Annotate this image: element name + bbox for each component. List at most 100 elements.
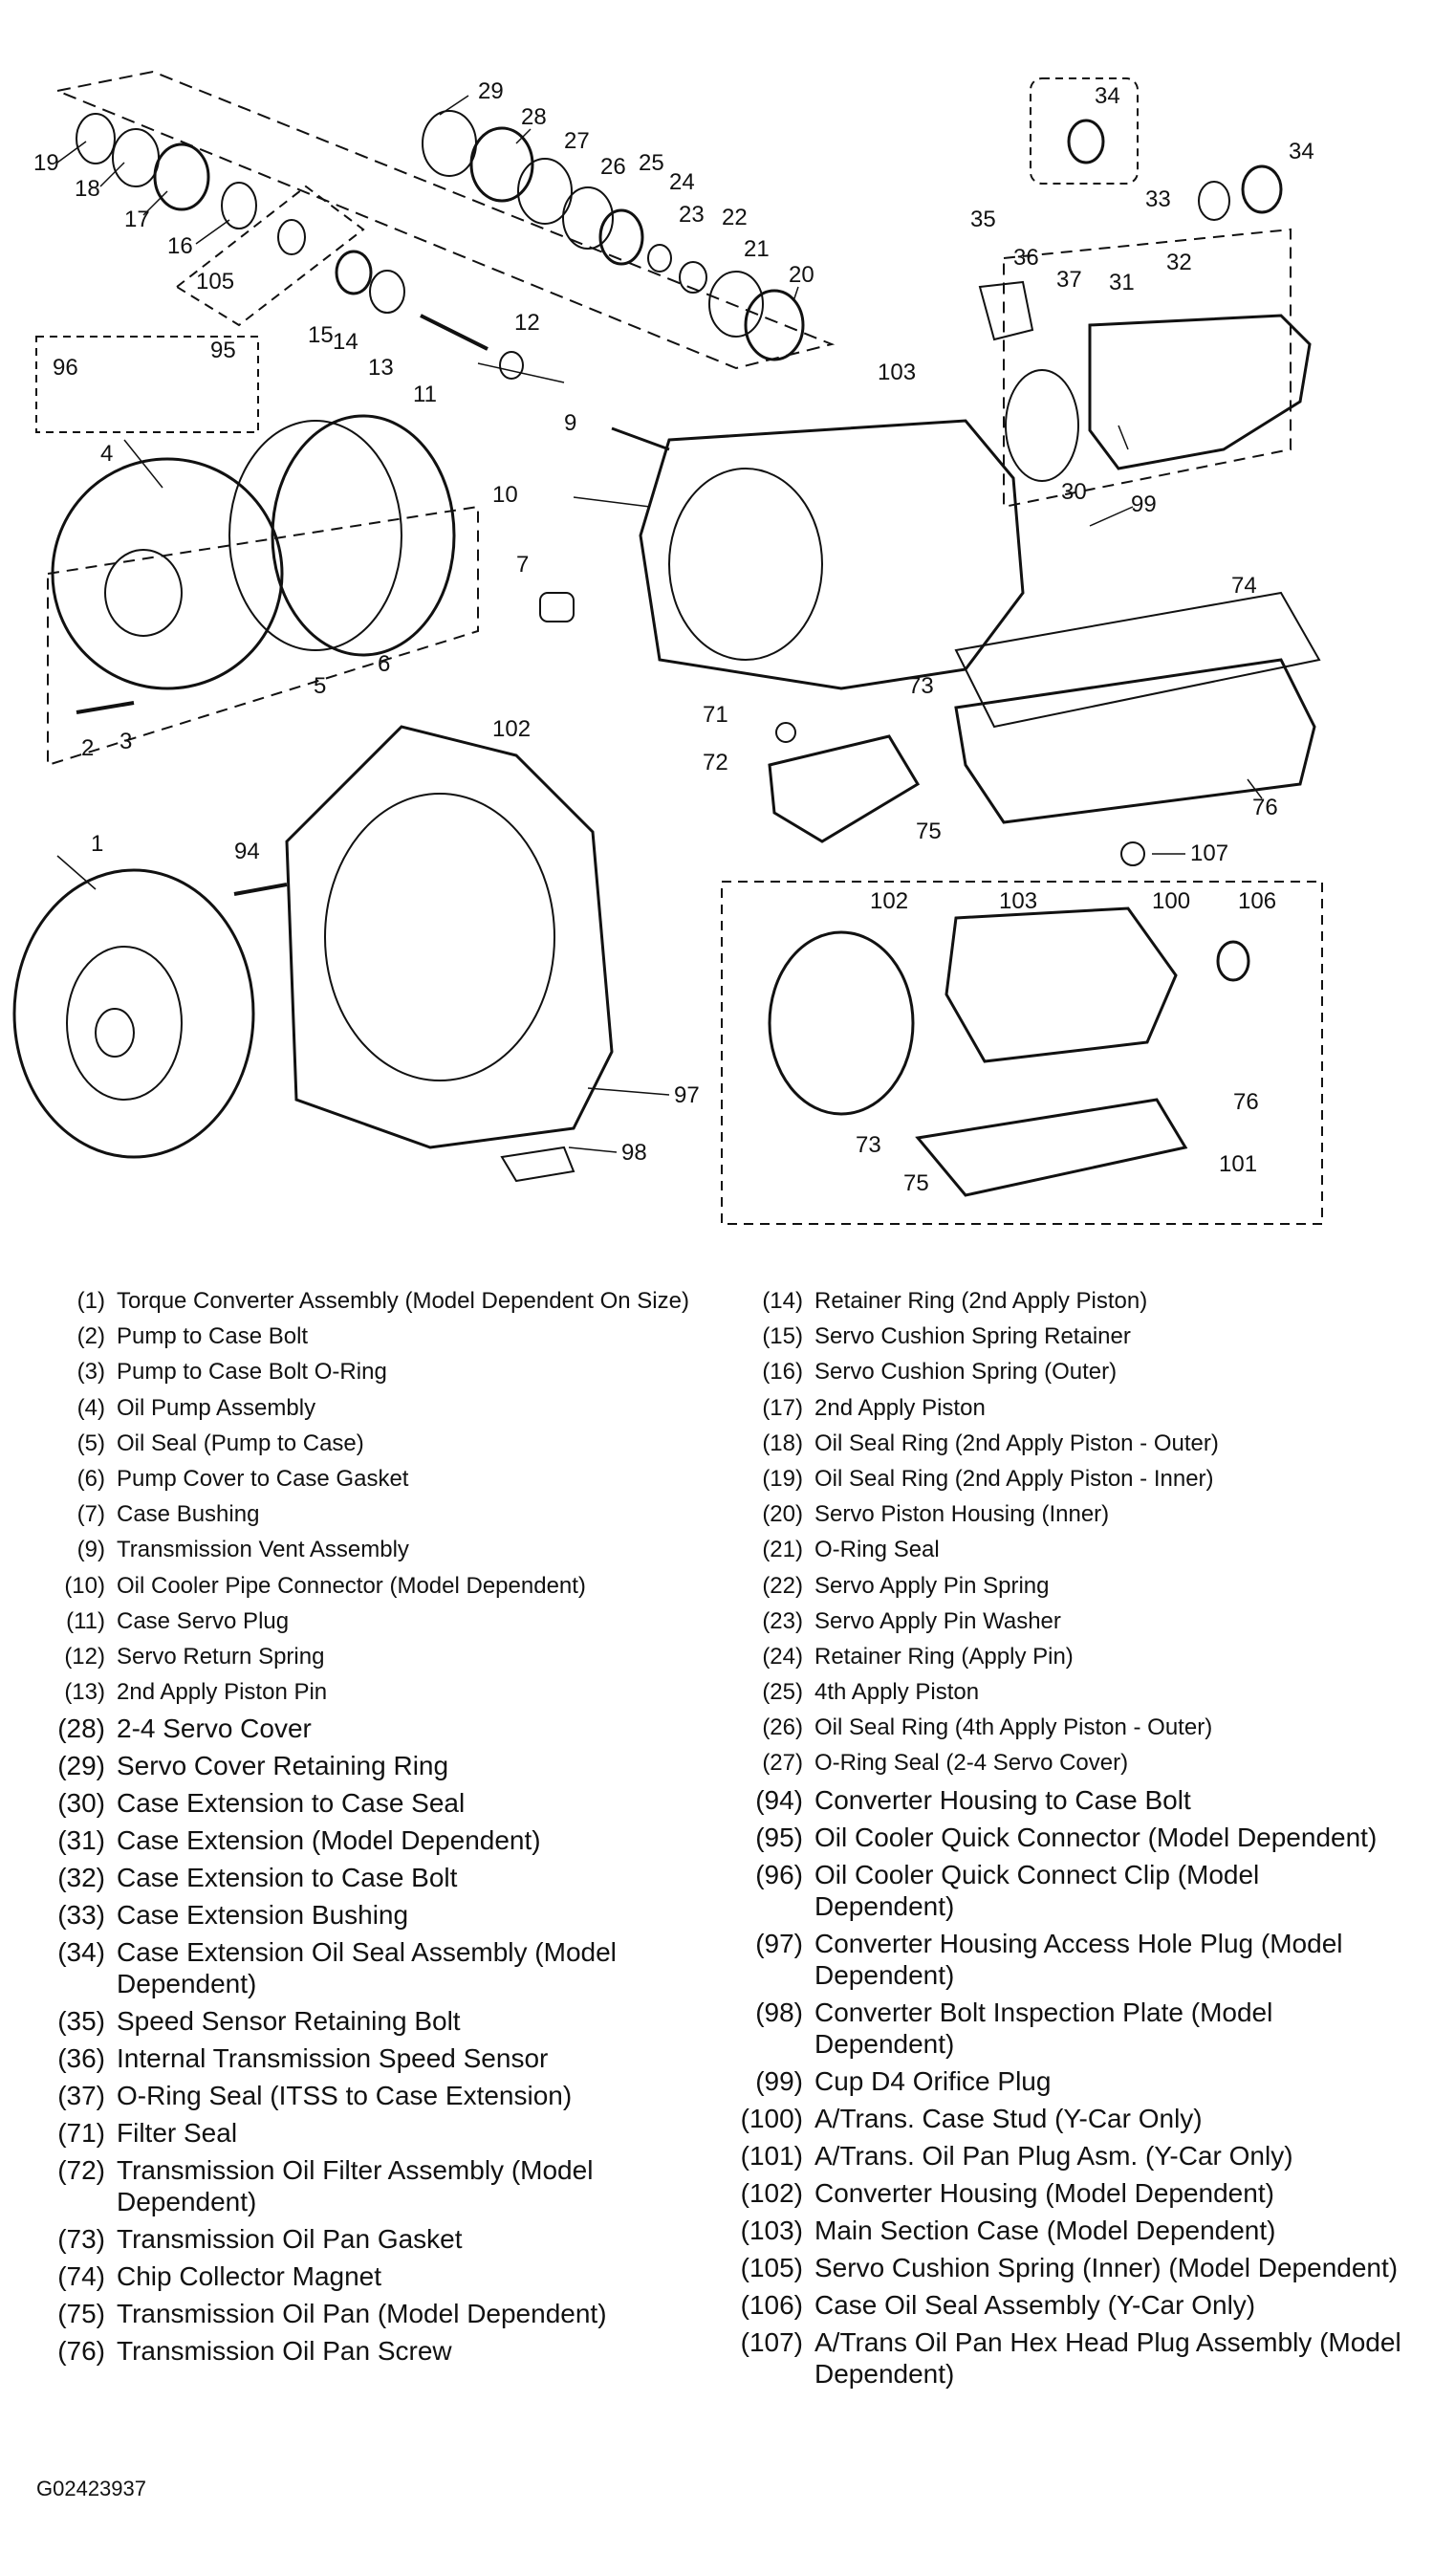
- legend-item: (3) Pump to Case Bolt O-Ring: [38, 1357, 707, 1386]
- legend-item-text: Converter Housing to Case Bolt: [814, 1784, 1191, 1815]
- legend-item-number: (26): [762, 1714, 803, 1741]
- legend-item-number: (102): [740, 2177, 803, 2208]
- legend-item-number: (18): [762, 1430, 803, 1456]
- legend-item-text: 2nd Apply Piston: [814, 1394, 986, 1421]
- seal-26: [562, 186, 614, 250]
- spring-12: [499, 351, 524, 380]
- legend-item-text: Case Extension Oil Seal Assembly (Model …: [117, 1937, 617, 1999]
- callout-28: 28: [521, 104, 547, 130]
- callout-25: 25: [639, 150, 664, 176]
- spring-105: [277, 219, 306, 255]
- legend-item: (75)Transmission Oil Pan (Model Dependen…: [38, 2298, 707, 2329]
- case-bore: [668, 468, 823, 661]
- ycar-inset-box: [721, 881, 1323, 1225]
- spring-16: [221, 182, 257, 229]
- callout-15: 15: [308, 322, 334, 348]
- callout-34b: 34: [1289, 139, 1314, 164]
- spring-22: [679, 261, 707, 294]
- callout-20: 20: [789, 262, 814, 288]
- cover-28: [469, 126, 534, 203]
- callout-34: 34: [1095, 83, 1120, 109]
- legend-item-number: (107): [740, 2326, 803, 2357]
- legend-item-text: Oil Seal Ring (2nd Apply Piston - Inner): [814, 1465, 1214, 1492]
- legend-item: (29) Servo Cover Retaining Ring: [38, 1750, 707, 1781]
- legend-item-text: Oil Cooler Quick Connector (Model Depend…: [814, 1822, 1378, 1852]
- legend-item-number: (100): [740, 2103, 803, 2133]
- legend-item-text: 4th Apply Piston: [814, 1679, 980, 1706]
- legend-item-text: Converter Bolt Inspection Plate (Model D…: [814, 1997, 1273, 2059]
- callout-16: 16: [167, 233, 193, 259]
- legend-item-text: Servo Piston Housing (Inner): [814, 1501, 1110, 1528]
- callout-103: 103: [878, 360, 916, 385]
- legend-item-text: Retainer Ring (2nd Apply Piston): [814, 1288, 1148, 1314]
- legend-item-number: (16): [762, 1359, 803, 1386]
- legend-item: (95)Oil Cooler Quick Connector (Model De…: [736, 1822, 1405, 1853]
- legend-item-text: Chip Collector Magnet: [117, 2261, 382, 2292]
- legend-item: (72)Transmission Oil Filter Assembly (Mo…: [38, 2154, 707, 2217]
- legend-item: (73)Transmission Oil Pan Gasket: [38, 2223, 707, 2255]
- legend-item-number: (7): [76, 1501, 105, 1528]
- callout-27: 27: [564, 128, 590, 154]
- legend-item-number: (29): [57, 1751, 105, 1781]
- legend-item-text: Servo Cover Retaining Ring: [117, 1751, 449, 1781]
- legend-item: (21)O-Ring Seal: [736, 1535, 1405, 1564]
- inset-callout-76: 76: [1233, 1089, 1259, 1115]
- legend-item-text: Pump Cover to Case Gasket: [117, 1465, 409, 1492]
- legend-item-text: Torque Converter Assembly (Model Depende…: [117, 1288, 689, 1314]
- callout-23: 23: [679, 202, 705, 228]
- legend-item: (107)A/Trans Oil Pan Hex Head Plug Assem…: [736, 2326, 1405, 2390]
- legend-item: (105)Servo Cushion Spring (Inner) (Model…: [736, 2252, 1405, 2283]
- legend-item-text: Pump to Case Bolt O-Ring: [117, 1359, 387, 1386]
- legend-item-number: (34): [57, 1937, 105, 1968]
- pump-box: [47, 505, 479, 767]
- inset-callout-100: 100: [1152, 888, 1190, 914]
- legend-item-text: Main Section Case (Model Dependent): [814, 2215, 1276, 2245]
- legend-item-number: (73): [57, 2224, 105, 2255]
- legend-left: (1)Torque Converter Assembly (Model Depe…: [38, 1286, 707, 2372]
- case-extension-31: [1088, 314, 1312, 470]
- seal-ring-18: [112, 128, 160, 187]
- legend-item-number: (13): [64, 1679, 105, 1706]
- legend-right-small-list: (14)Retainer Ring (2nd Apply Piston)(15)…: [736, 1286, 1405, 1778]
- callout-2: 2: [81, 735, 94, 761]
- seal-34-boxed: [1067, 119, 1105, 164]
- callout-33: 33: [1145, 186, 1171, 212]
- filter-seal-71: [775, 722, 796, 743]
- inset-callout-106: 106: [1238, 888, 1276, 914]
- legend-item: (4)Oil Pump Assembly: [38, 1393, 707, 1423]
- seal-ring-19: [76, 113, 116, 164]
- legend-item-text: Cup D4 Orifice Plug: [814, 2065, 1052, 2096]
- legend-item: (31)Case Extension (Model Dependent): [38, 1824, 707, 1856]
- legend-item-text: Filter Seal: [117, 2118, 238, 2149]
- legend-item: (25)4th Apply Piston: [736, 1677, 1405, 1707]
- callout-71: 71: [703, 702, 728, 728]
- callout-labels: 19 18 17 16 105 15 14 13 12 11 29 28 27 …: [33, 78, 1314, 1196]
- bushing-7: [539, 592, 575, 622]
- leader-lines: [56, 95, 1263, 1153]
- legend-item: (1)Torque Converter Assembly (Model Depe…: [38, 1286, 707, 1316]
- legend-item-number: (6): [76, 1465, 105, 1492]
- legend-item-text: Internal Transmission Speed Sensor: [117, 2043, 549, 2074]
- legend-item-number: (3): [76, 1359, 105, 1386]
- callout-97: 97: [674, 1082, 700, 1108]
- legend-item-number: (71): [57, 2118, 105, 2149]
- spring-105-box: [175, 185, 365, 327]
- legend-item-text: Speed Sensor Retaining Bolt: [117, 2006, 461, 2037]
- legend-item-number: (20): [762, 1501, 803, 1528]
- legend-item: (26)Oil Seal Ring (4th Apply Piston - Ou…: [736, 1713, 1405, 1742]
- legend-item-number: (99): [755, 2065, 803, 2096]
- legend-item: (7)Case Bushing: [38, 1499, 707, 1529]
- legend-item: (100)A/Trans. Case Stud (Y-Car Only): [736, 2103, 1405, 2134]
- legend-item: (71) Filter Seal: [38, 2117, 707, 2149]
- legend-left-small-list: (1)Torque Converter Assembly (Model Depe…: [38, 1286, 707, 1707]
- legend-item-number: (5): [76, 1430, 105, 1456]
- legend-item: (2)Pump to Case Bolt: [38, 1321, 707, 1351]
- legend-item-text: Oil Seal (Pump to Case): [117, 1430, 364, 1456]
- bolt-2: [76, 701, 135, 714]
- legend-item-text: A/Trans. Oil Pan Plug Asm. (Y-Car Only): [814, 2140, 1293, 2171]
- converter-hub: [95, 1008, 135, 1058]
- legend-item: (99) Cup D4 Orifice Plug: [736, 2065, 1405, 2097]
- legend-item-text: O-Ring Seal: [814, 1537, 940, 1563]
- legend-item: (16)Servo Cushion Spring (Outer): [736, 1357, 1405, 1386]
- callout-31: 31: [1109, 270, 1135, 295]
